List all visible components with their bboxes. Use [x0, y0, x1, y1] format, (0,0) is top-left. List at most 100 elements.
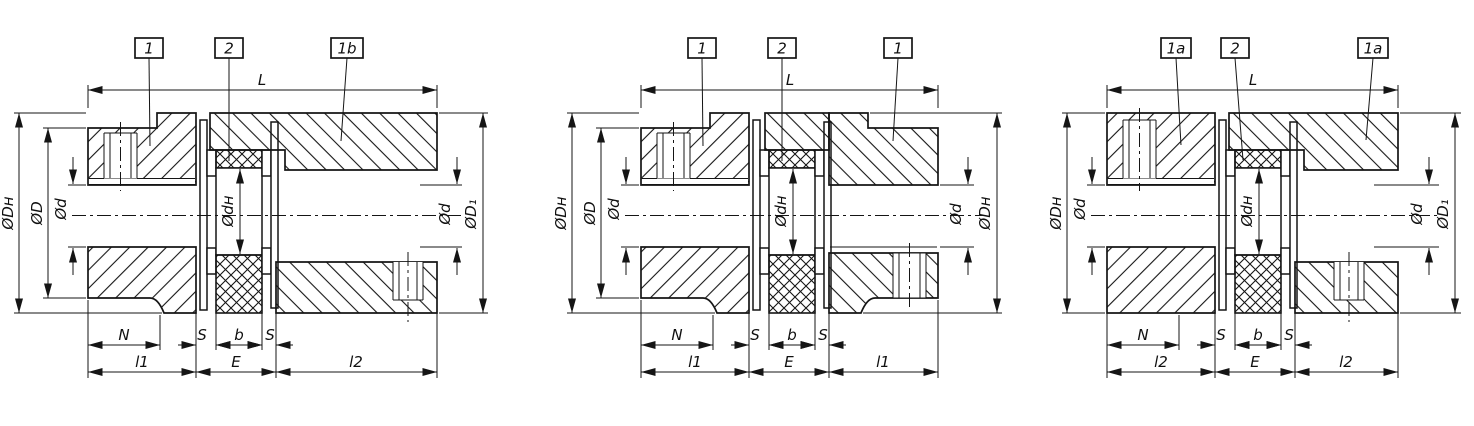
shaft-bore-lines [420, 184, 462, 248]
right-hub-upper-section [1228, 112, 1399, 171]
dim-label-S-left: S [1216, 326, 1226, 344]
left-hub [1106, 108, 1216, 314]
coupling-diagram-2: L ØDн ØD Ød Ødн Ød ØDн N S [552, 37, 1002, 378]
dimensions: L ØDн ØD Ød Ødн Ød ØD₁ N S [0, 71, 488, 378]
dim-label-Dn-right: ØDн [976, 196, 994, 230]
callout-middle: 2 [1230, 40, 1240, 58]
dim-label-E: E [231, 353, 241, 371]
left-hub-lower-section [87, 246, 197, 314]
callout-box [687, 37, 717, 59]
extension-lines-d-left [68, 184, 86, 248]
dim-label-Dn-left: ØDн [0, 196, 17, 230]
callout-leader [1365, 57, 1374, 141]
dim-label-b: b [234, 326, 244, 344]
retaining-ring-bottom-right [1280, 247, 1291, 275]
retaining-ring-top-right [814, 149, 825, 177]
dim-label-dn-sleeve: Ødн [1238, 195, 1256, 227]
dim-label-N: N [1137, 326, 1148, 344]
shaft-bore-lines [1374, 184, 1439, 248]
retaining-ring-top-right [261, 149, 272, 177]
callout-box [1357, 37, 1389, 59]
star-bottom-section [1234, 254, 1282, 314]
dim-label-l-right: l1 [876, 353, 890, 371]
dim-label-d-right: Ød [436, 203, 454, 226]
dim-label-D-left: ØD [581, 201, 599, 225]
callout-box [330, 37, 364, 59]
dim-label-d-left: Ød [1071, 198, 1089, 221]
bolt-hole-outline [1333, 262, 1365, 301]
callout-middle: 2 [777, 40, 787, 58]
dim-label-S-left: S [197, 326, 207, 344]
callout-left: 1 [144, 40, 154, 58]
keyway-slot [1108, 178, 1214, 185]
dim-label-E: E [784, 353, 794, 371]
callout-leader [340, 57, 348, 142]
dim-label-dn-sleeve: Ødн [772, 195, 790, 227]
dim-label-Dn-left: ØDн [552, 196, 570, 230]
dim-label-D1-right: ØD₁ [1434, 199, 1452, 229]
extension-lines-d-left [1087, 184, 1105, 248]
retaining-ring-top-left [1225, 149, 1236, 177]
right-hub [1228, 112, 1439, 322]
dim-label-l-left: l1 [688, 353, 702, 371]
callout-right: 1b [337, 40, 356, 58]
retaining-ring-bottom-right [261, 247, 272, 275]
dim-label-b: b [1253, 326, 1263, 344]
retaining-ring-top-left [759, 149, 770, 177]
callouts: 1a 2 1a [1160, 37, 1389, 161]
callout-leader [148, 57, 151, 147]
star-top-section [768, 149, 816, 169]
keyway-slot [89, 178, 195, 185]
right-hub [764, 112, 939, 314]
callout-box [883, 37, 913, 59]
extension-lines-D1 [1400, 112, 1461, 314]
dim-label-l-left: l2 [1154, 353, 1168, 371]
dim-label-D1-right: ØD₁ [462, 199, 480, 229]
dim-label-d-left: Ød [605, 198, 623, 221]
retaining-ring-bottom-left [206, 247, 217, 275]
dim-label-dn-sleeve: Ødн [219, 195, 237, 227]
left-hub-lower-section [1106, 246, 1216, 314]
dimensions: L ØDн Ød Ødн Ød ØD₁ N S b [1047, 71, 1461, 378]
dim-label-N: N [671, 326, 682, 344]
callout-leader [1175, 57, 1182, 146]
dimensions: L ØDн ØD Ød Ødн Ød ØDн N S [552, 71, 1002, 378]
dim-label-L: L [258, 71, 266, 89]
retaining-ring-bottom-left [759, 247, 770, 275]
dim-label-S-left: S [750, 326, 760, 344]
dim-label-l-left: l1 [135, 353, 149, 371]
extension-lines-d-left [621, 184, 639, 248]
retaining-ring-top-right [1280, 149, 1291, 177]
callout-left: 1 [697, 40, 707, 58]
dim-label-Dn-left: ØDн [1047, 196, 1065, 230]
dim-label-l-right: l2 [1339, 353, 1353, 371]
right-hub-upper-section [828, 112, 939, 186]
callouts: 1 2 1 [687, 37, 913, 161]
dim-label-L: L [786, 71, 794, 89]
right-hub [209, 112, 462, 322]
right-hub-jaw-overhang [764, 112, 830, 151]
extension-lines-Dn-right [863, 112, 1002, 314]
dim-label-D-left: ØD [28, 201, 46, 225]
callouts: 1 2 1b [134, 37, 364, 161]
callout-leader [1234, 57, 1244, 161]
keyway-slot [642, 178, 748, 185]
callout-box [1160, 37, 1192, 59]
retaining-ring-top-left [206, 149, 217, 177]
callout-box [214, 37, 244, 59]
right-hub-upper-section [209, 112, 438, 171]
coupling-diagram-3: L ØDн Ød Ødн Ød ØD₁ N S b [1047, 37, 1461, 378]
left-hub [640, 112, 750, 314]
extension-lines-d-right [940, 184, 974, 248]
star-top-section [1234, 149, 1282, 169]
dim-label-d-left: Ød [52, 198, 70, 221]
coupling-diagram-1: L ØDн ØD Ød Ødн Ød ØD₁ N S [0, 37, 488, 378]
dim-label-l-right: l2 [349, 353, 363, 371]
callout-right: 1 [893, 40, 903, 58]
dim-label-b: b [787, 326, 797, 344]
callout-left: 1a [1167, 40, 1186, 58]
star-bottom-section [768, 254, 816, 314]
callout-right: 1a [1364, 40, 1383, 58]
left-hub-lower-section [640, 246, 750, 314]
